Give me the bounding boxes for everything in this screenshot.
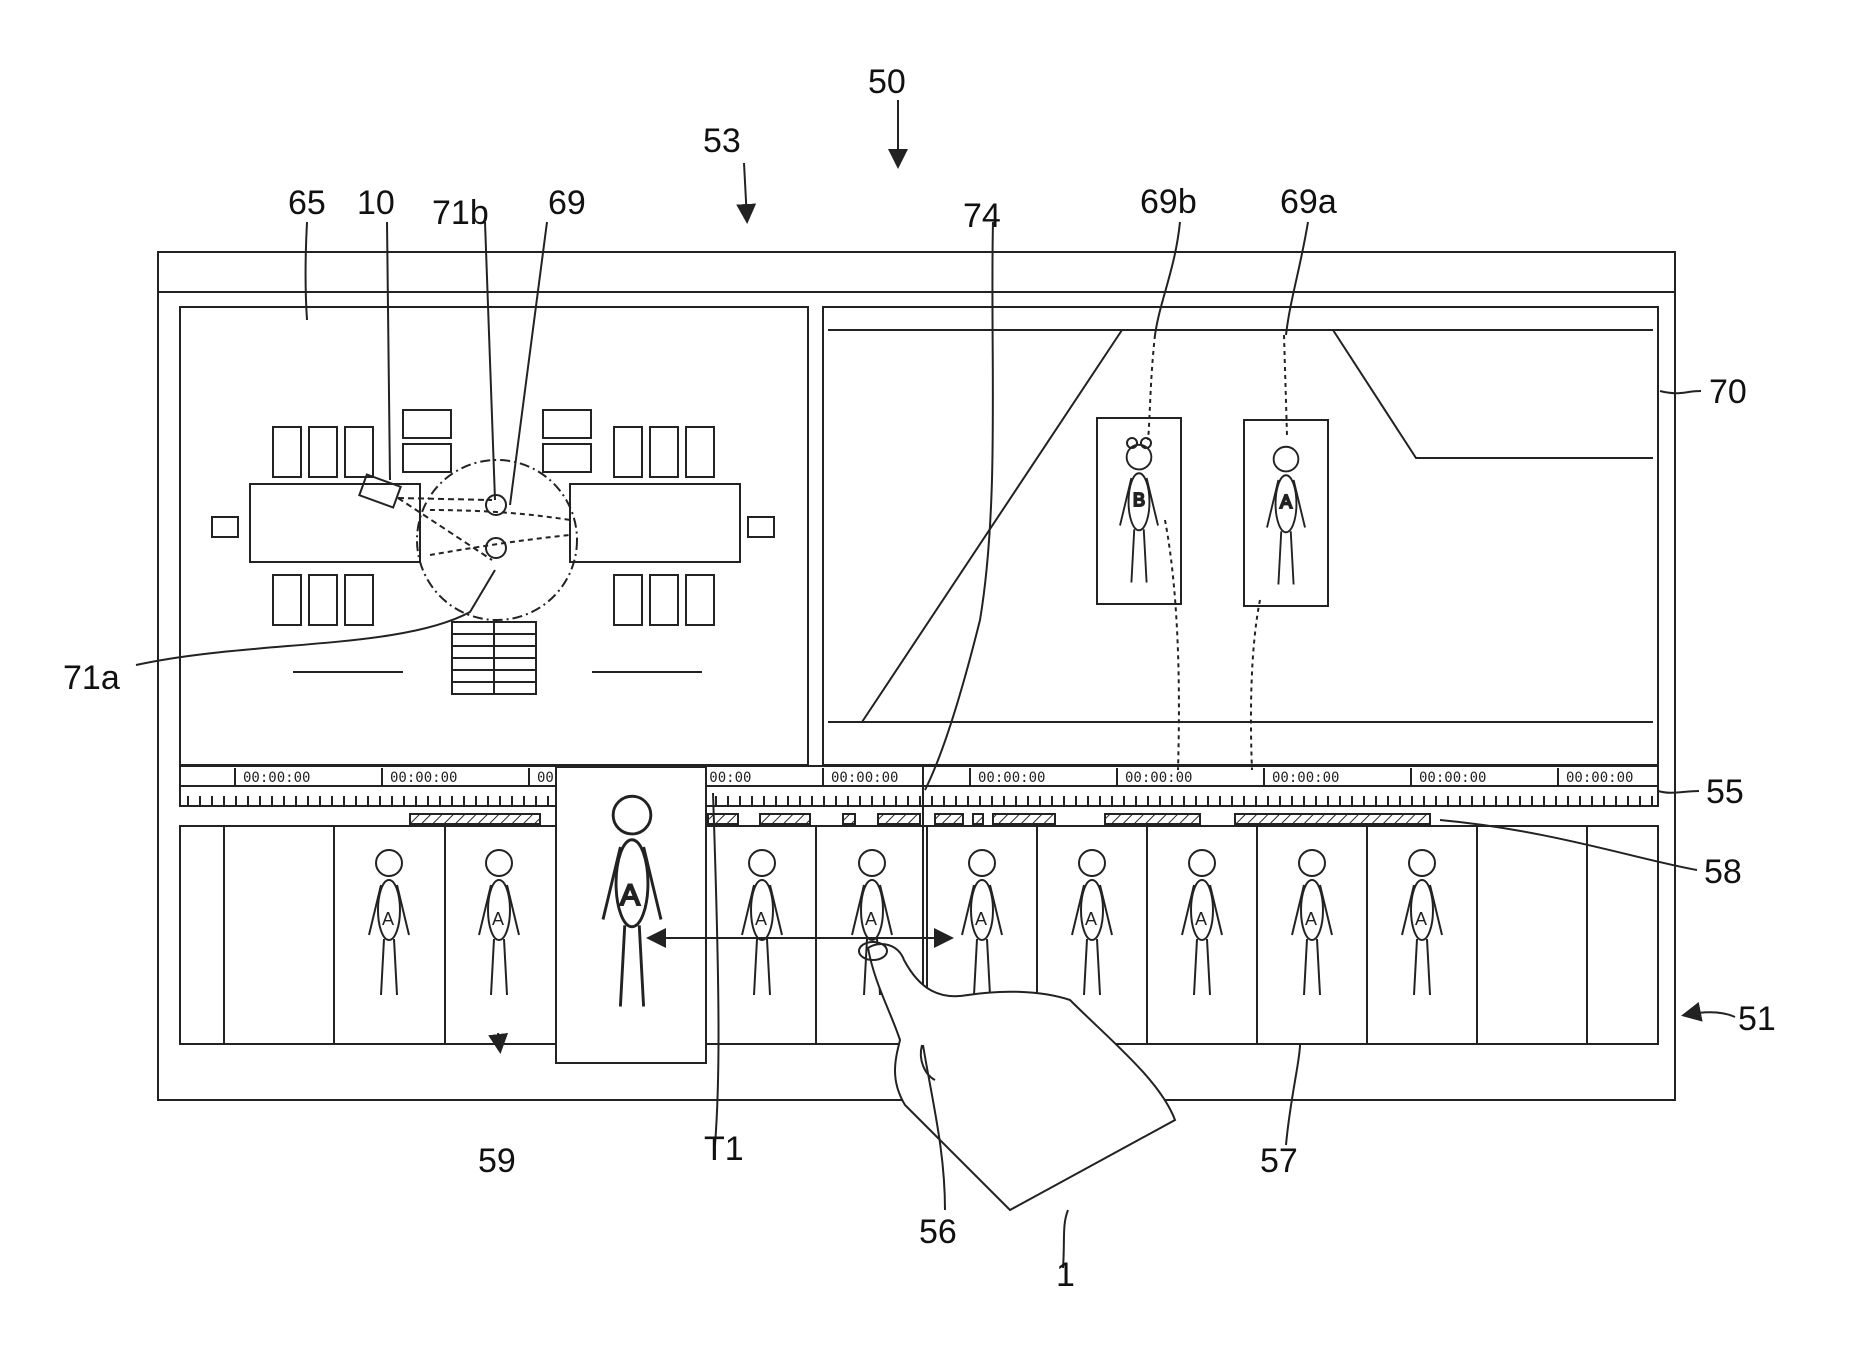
- timecode: 00:00:00: [1419, 770, 1486, 786]
- person-b-box[interactable]: [1097, 418, 1181, 604]
- timecode: 00:00:00: [978, 770, 1045, 786]
- label-10: 10: [357, 184, 395, 222]
- label-59: 59: [478, 1142, 516, 1180]
- hand-pointer: [859, 942, 1175, 1210]
- timecode: 00:00:00: [243, 770, 310, 786]
- label-57: 57: [1260, 1142, 1298, 1180]
- label-70: 70: [1709, 373, 1747, 411]
- timecode: 00:00:00: [1272, 770, 1339, 786]
- label-71a: 71a: [63, 659, 120, 697]
- label-58: 58: [1704, 853, 1742, 891]
- label-74: 74: [963, 197, 1001, 235]
- thumbnail-letter: A: [492, 909, 504, 929]
- thumbnail-letter: A: [1195, 909, 1207, 929]
- label-55: 55: [1706, 773, 1744, 811]
- timecode: 00:00:00: [1125, 770, 1192, 786]
- thumbnail-letter: A: [755, 909, 767, 929]
- label-53: 53: [703, 122, 741, 160]
- video-panel[interactable]: B A: [823, 307, 1658, 770]
- person-b-letter: B: [1133, 490, 1145, 510]
- thumbnail[interactable]: A: [1182, 850, 1222, 995]
- label-65: 65: [288, 184, 326, 222]
- label-71b: 71b: [432, 194, 489, 232]
- label-69b: 69b: [1140, 183, 1197, 221]
- label-69a: 69a: [1280, 183, 1337, 221]
- enlarged-letter: A: [620, 879, 640, 912]
- label-69: 69: [548, 184, 586, 222]
- thumbnail-letter: A: [975, 909, 987, 929]
- time-ticks: [188, 796, 1652, 806]
- timecode: 00:00:00: [831, 770, 898, 786]
- label-56: 56: [919, 1213, 957, 1251]
- hit-bar: [180, 814, 1658, 826]
- map-panel[interactable]: [180, 307, 808, 765]
- thumbnail-letter: A: [382, 909, 394, 929]
- thumbnail-letter: A: [1415, 909, 1427, 929]
- map-camera: [359, 460, 577, 620]
- display-device: [158, 252, 1675, 1100]
- label-1: 1: [1056, 1256, 1075, 1294]
- person-a-box[interactable]: [1244, 420, 1328, 606]
- thumbnail[interactable]: A: [369, 850, 409, 995]
- time-bar[interactable]: 00:00:00 00:00:00 00:00:00 00:00:00 00:00:00…: [180, 766, 1658, 806]
- thumbnail[interactable]: A: [742, 850, 782, 995]
- person-a-letter: A: [1280, 492, 1292, 512]
- label-51: 51: [1738, 1000, 1776, 1038]
- thumbnail[interactable]: A: [1292, 850, 1332, 995]
- label-T1: T1: [704, 1130, 744, 1168]
- thumbnail[interactable]: A: [479, 850, 519, 995]
- thumbnail[interactable]: A: [1072, 850, 1112, 995]
- enlarged-thumbnail[interactable]: A: [556, 767, 706, 1063]
- thumbnail-letter: A: [865, 909, 877, 929]
- thumbnail[interactable]: A: [962, 850, 1002, 995]
- timecode: 00:00:00: [1566, 770, 1633, 786]
- timecode: 00:00:00: [390, 770, 457, 786]
- thumbnail-letter: A: [1305, 909, 1317, 929]
- thumbnail[interactable]: A: [1402, 850, 1442, 995]
- label-50: 50: [868, 63, 906, 101]
- thumbnail-letter: A: [1085, 909, 1097, 929]
